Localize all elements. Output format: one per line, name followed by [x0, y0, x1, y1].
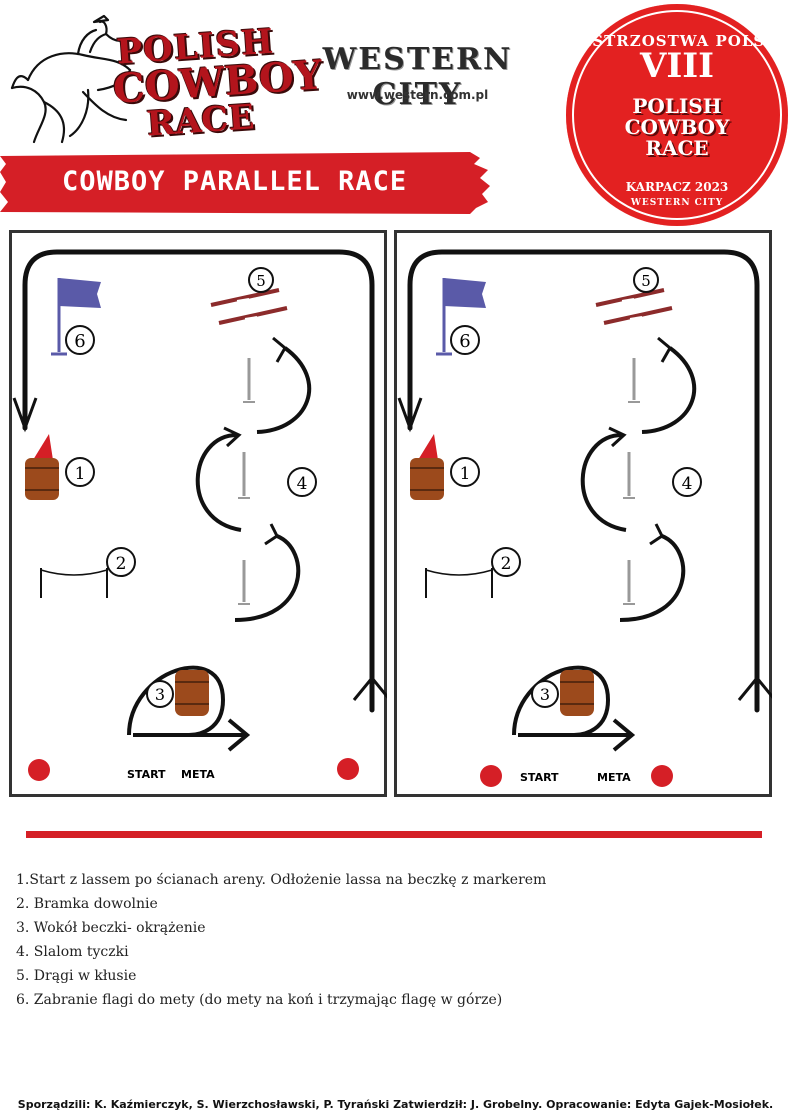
- obstacle-number-3: 3: [155, 685, 165, 704]
- page-title: COWBOY PARALLEL RACE: [62, 166, 408, 197]
- cowboy-horse-icon: [10, 14, 132, 144]
- track-path: [407, 249, 760, 713]
- championship-badge: MISTRZOSTWA POLSKI VIII POLISH COWBOY RA…: [566, 4, 788, 226]
- start-marker: [480, 765, 502, 787]
- barrel-with-marker-icon: [410, 434, 444, 500]
- title-banner: [0, 152, 490, 214]
- polish-cowboy-race-wordmark: POLISH COWBOY RACE: [111, 21, 324, 145]
- rope-gate-icon: [40, 568, 108, 598]
- obstacle-number-2: 2: [501, 554, 512, 574]
- obstacle-number-5: 5: [256, 272, 266, 290]
- credits-line: Sporządzili: K. Kaźmierczyk, S. Wierzcho…: [17, 1098, 774, 1111]
- ground-poles-icon: [210, 288, 288, 325]
- slalom-arrows: [195, 336, 312, 622]
- instruction-item: 1.Start z lassem po ścianach areny. Odło…: [16, 872, 547, 888]
- barrel-with-marker-icon: [25, 434, 59, 500]
- instruction-item: 3. Wokół beczki- okrążenie: [16, 920, 206, 936]
- start-marker: [28, 759, 50, 781]
- obstacle-number-1: 1: [75, 464, 86, 484]
- western-city-url: www.western.com.pl: [346, 88, 489, 102]
- slalom-poles-icon: [623, 358, 640, 605]
- finish-marker: [651, 765, 673, 787]
- obstacle-number-4: 4: [297, 474, 308, 494]
- arena-left: 6 5 4 1 2: [9, 230, 387, 797]
- obstacle-number-6: 6: [459, 331, 470, 352]
- divider-rule: [26, 831, 762, 838]
- start-label: START: [127, 768, 166, 781]
- slalom-arrows: [580, 336, 697, 622]
- instruction-item: 5. Drągi w kłusie: [16, 968, 137, 984]
- finish-marker: [337, 758, 359, 780]
- instruction-item: 2. Bramka dowolnie: [16, 896, 158, 912]
- slalom-poles-icon: [238, 358, 255, 605]
- instruction-item: 6. Zabranie flagi do mety (do mety na ko…: [16, 992, 503, 1008]
- start-label: START: [520, 771, 559, 784]
- badge-top-text: MISTRZOSTWA POLSKI: [566, 32, 788, 50]
- flag-icon: [436, 278, 486, 356]
- obstacle-number-3: 3: [540, 685, 550, 704]
- track-arrow-down-icon: [12, 397, 38, 433]
- ground-poles-icon: [595, 288, 673, 325]
- badge-edition-number: VIII: [639, 46, 715, 86]
- track-path: [22, 249, 375, 713]
- instruction-item: 4. Slalom tyczki: [16, 944, 129, 960]
- flag-icon: [51, 278, 101, 356]
- obstacle-number-6: 6: [74, 331, 85, 352]
- finish-label: META: [597, 771, 631, 784]
- barrel-circle-icon: [127, 665, 251, 752]
- obstacle-number-4: 4: [682, 474, 693, 494]
- obstacle-number-2: 2: [116, 554, 127, 574]
- badge-city: WESTERN CITY: [630, 198, 724, 208]
- polish-cowboy-race-logo: POLISH COWBOY RACE: [8, 10, 324, 150]
- track-arrow-up-icon: [352, 675, 387, 701]
- western-city-title: WESTERN CITY: [322, 42, 513, 112]
- track-arrow-up-icon: [737, 675, 772, 701]
- barrel-circle-icon: [512, 665, 636, 752]
- arena-right: 6 5 4 1 2: [394, 230, 772, 797]
- western-city-logo: WESTERN CITY www.western.com.pl: [285, 38, 550, 118]
- track-arrow-down-icon: [397, 397, 423, 433]
- finish-label: META: [181, 768, 215, 781]
- obstacle-number-5: 5: [641, 272, 651, 290]
- obstacle-number-1: 1: [460, 464, 471, 484]
- instructions-list: 1.Start z lassem po ścianach areny. Odło…: [16, 868, 546, 1012]
- badge-year: KARPACZ 2023: [625, 180, 729, 194]
- rope-gate-icon: [425, 568, 493, 598]
- badge-logo-text: POLISH COWBOY RACE: [624, 94, 730, 160]
